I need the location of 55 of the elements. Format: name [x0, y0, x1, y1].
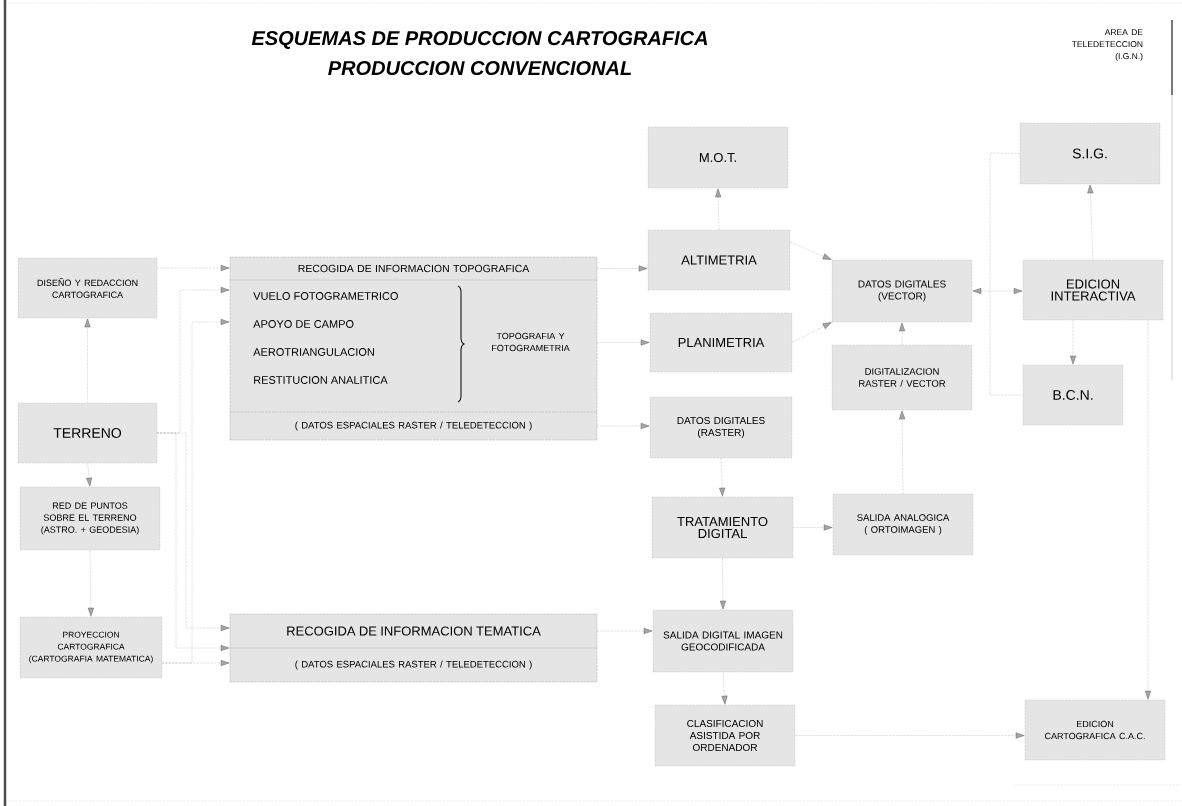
arrow — [597, 628, 653, 634]
process-box: RED DE PUNTOS SOBRE EL TERRENO (ASTRO. + GEODESIA) — [19, 486, 161, 551]
arrow — [1087, 184, 1094, 260]
process-box: TERRENO — [17, 402, 158, 464]
arrow — [597, 265, 648, 272]
subtitle: PRODUCCION CONVENCIONAL — [328, 60, 631, 76]
arrow — [597, 339, 650, 346]
process-box: CLASIFICACION ASISTIDA POR ORDENADOR — [654, 704, 796, 767]
process-box: EDICION INTERACTIVA — [1022, 259, 1164, 321]
process-box: PLANIMETRIA — [649, 312, 793, 373]
process-box: DIGITALIZACION RASTER / VECTOR — [831, 344, 973, 411]
process-box: SALIDA DIGITAL IMAGEN GEOCODIFICADA — [652, 609, 794, 673]
process-box: ALTIMETRIA — [647, 229, 791, 291]
process-box: S.I.G. — [1019, 122, 1161, 185]
list-item: APOYO DE CAMPO — [253, 320, 354, 328]
arrow — [790, 241, 832, 260]
arrow — [719, 458, 726, 497]
row-box: ( DATOS ESPACIALES RASTER / TELEDETECCION ) — [229, 411, 598, 441]
row-box: RECOGIDA DE INFORMACION TOPOGRAFICA — [229, 256, 598, 281]
note: AREA DE TELEDETECCION (I.G.N.) — [1071, 29, 1143, 61]
title: ESQUEMAS DE PRODUCCION CARTOGRAFICA — [251, 31, 708, 49]
arrow — [795, 732, 1025, 739]
arrow — [972, 288, 1023, 294]
arrow — [899, 322, 905, 345]
arrow — [715, 188, 722, 230]
arrow — [719, 558, 726, 610]
list-item: AEROTRIANGULACION — [253, 348, 374, 356]
process-box: TRATAMIENTO DIGITAL — [651, 496, 794, 559]
process-box: B.C.N. — [1022, 364, 1124, 426]
arrow — [162, 660, 230, 666]
arrow — [1070, 320, 1076, 365]
process-box: SALIDA ANALOGICA ( ORTOIMAGEN ) — [832, 493, 974, 556]
process-box: DATOS DIGITALES (VECTOR) — [831, 259, 973, 323]
process-box: DISEÑO Y REDACCION CARTOGRAFICA — [17, 257, 158, 319]
group-label: TOPOGRAFIA Y FOTOGRAMETRIA — [492, 332, 570, 352]
arrow — [84, 318, 91, 403]
arrow — [157, 265, 230, 271]
list-item: VUELO FOTOGRAMETRICO — [253, 292, 398, 300]
arrow — [792, 322, 832, 343]
arrow — [899, 410, 906, 494]
arrow — [86, 463, 93, 487]
list-item: RESTITUCION ANALITICA — [254, 376, 388, 384]
arrow — [87, 550, 94, 617]
process-box: M.O.T. — [647, 126, 789, 189]
arrow — [597, 423, 650, 429]
process-box: EDICION CARTOGRAFICA C.A.C. — [1024, 699, 1166, 761]
group-box — [229, 613, 598, 683]
row-box: RECOGIDA DE INFORMACION TEMATICA — [229, 613, 598, 649]
arrow — [793, 524, 833, 531]
process-box: PROYECCION CARTOGRAFICA (CARTOGRAFIA MATEMATICA) — [19, 616, 163, 679]
group-box — [229, 256, 598, 441]
process-box: DATOS DIGITALES (RASTER) — [649, 396, 793, 459]
row-box: ( DATOS ESPACIALES RASTER / TELEDETECCION ) — [229, 647, 598, 683]
arrow — [721, 672, 728, 705]
arrow — [1145, 320, 1151, 700]
